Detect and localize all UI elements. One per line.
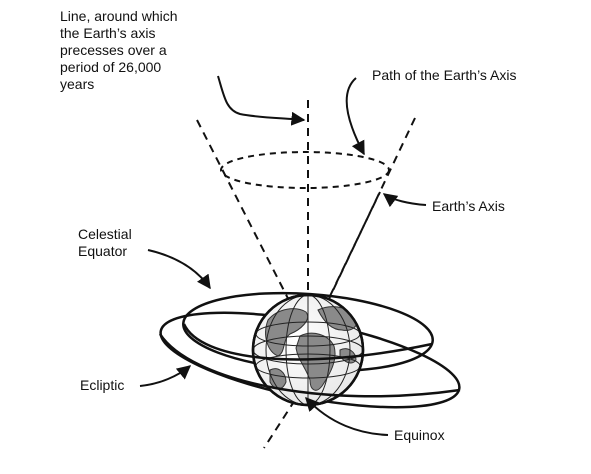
ecliptic-front-arc bbox=[158, 333, 461, 398]
celestial-equator-front-arc bbox=[182, 323, 433, 361]
celestial-equator-label-2: Equator bbox=[78, 243, 128, 259]
path-axis-label: Path of the Earth’s Axis bbox=[372, 67, 517, 83]
celestial-equator-arrow bbox=[147, 249, 211, 290]
ecliptic-label: Ecliptic bbox=[80, 377, 125, 393]
precession-line-label-5: years bbox=[60, 76, 95, 92]
earth-axis-line-upper bbox=[329, 191, 381, 297]
cone-line-left bbox=[196, 119, 301, 323]
precession-line-label-3: precesses over a bbox=[60, 42, 167, 58]
celestial-equator-label: Celestial Equator bbox=[78, 226, 132, 260]
precession-line-label-2: the Earth’s axis bbox=[60, 25, 156, 41]
precession-line-label-1: Line, around which bbox=[60, 8, 178, 24]
earth-axis-line-lower bbox=[263, 399, 296, 449]
ecliptic-arrow bbox=[139, 365, 192, 387]
celestial-equator-label-1: Celestial bbox=[78, 226, 132, 242]
equinox-label: Equinox bbox=[394, 427, 445, 443]
equinox-arrow bbox=[305, 396, 389, 436]
precession-line-label-4: period of 26,000 bbox=[60, 59, 162, 75]
earth-axis-arrow bbox=[382, 193, 427, 208]
earth-axis-label: Earth’s Axis bbox=[432, 198, 505, 214]
precession-line-arrow bbox=[217, 75, 306, 126]
earth-globe bbox=[251, 293, 365, 407]
axis-path-ellipse bbox=[220, 151, 390, 189]
path-axis-arrow bbox=[345, 77, 365, 156]
precession-line-label: Line, around which the Earth’s axis prec… bbox=[60, 8, 178, 93]
